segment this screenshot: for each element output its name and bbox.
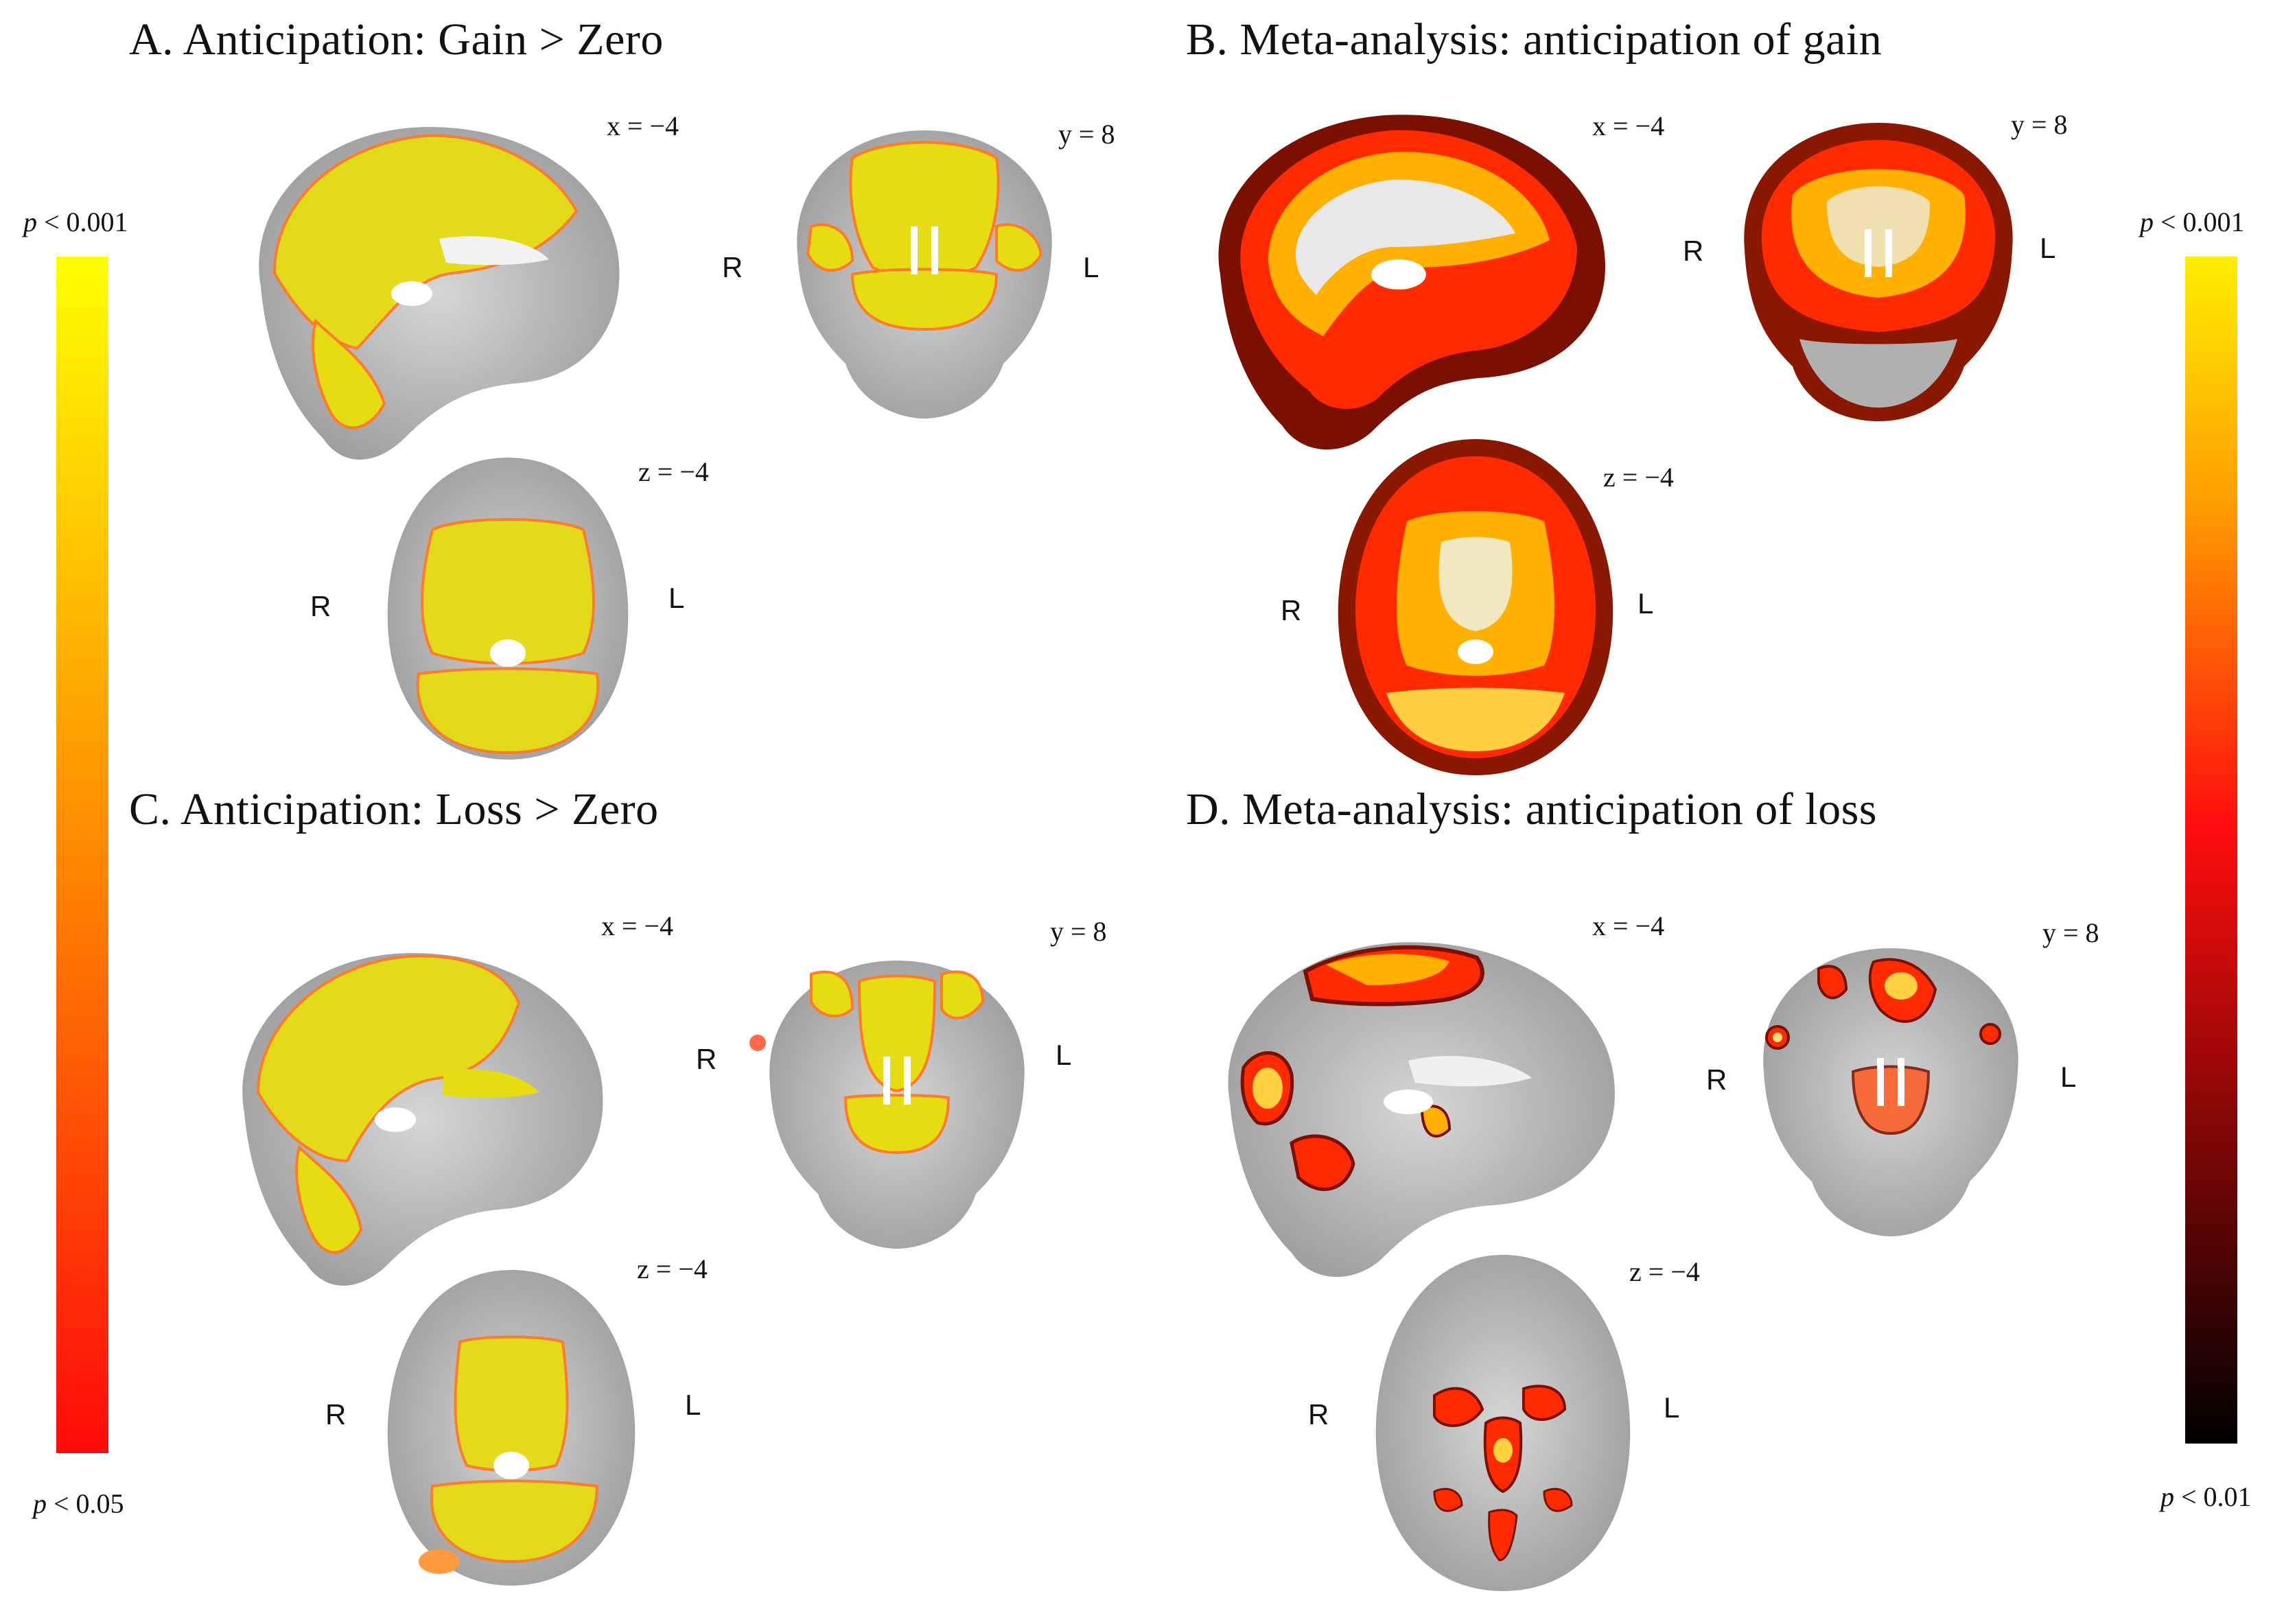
panel-b-z-coord: z = −4 [1603, 462, 1674, 493]
right-colorbar [2185, 257, 2237, 1444]
panel-a-x-coord: x = −4 [607, 110, 679, 141]
panel-b-sagittal-slice [1218, 115, 1605, 450]
panel-c-coronal-slice [749, 961, 1025, 1249]
panel-c-axial-slice [387, 1270, 636, 1586]
panel-c-coronal-left-label: L [1056, 1039, 1072, 1071]
panel-c-title: C. Anticipation: Loss > Zero [129, 784, 659, 834]
left-colorbar-top-label: p < 0.001 [23, 207, 128, 237]
panel-a-axial-slice [387, 458, 629, 760]
panel-b-axial-slice [1338, 439, 1613, 775]
left-colorbar [56, 257, 108, 1453]
panel-d-axial-slice [1375, 1255, 1631, 1591]
panel-b-x-coord: x = −4 [1592, 110, 1665, 141]
panel-d-coronal-slice [1763, 948, 2018, 1236]
right-colorbar-top-label: p < 0.001 [2140, 207, 2245, 237]
panel-a-z-coord: z = −4 [638, 456, 709, 487]
panel-d-x-coord: x = −4 [1592, 910, 1665, 941]
panel-d-y-coord: y = 8 [2042, 917, 2099, 948]
panel-d-axial-right-label: R [1308, 1398, 1329, 1431]
panel-a-axial-right-label: R [310, 590, 331, 622]
panel-d-sagittal-slice [1228, 942, 1615, 1278]
panel-d-coronal-left-label: L [2060, 1061, 2077, 1093]
panel-b-coronal-right-label: R [1683, 235, 1704, 267]
panel-a-coronal-left-label: L [1083, 251, 1099, 283]
panel-c-coronal-right-label: R [696, 1043, 717, 1075]
panel-c-axial-left-label: L [685, 1389, 701, 1421]
panel-d-coronal-right-label: R [1706, 1063, 1727, 1096]
panel-b-coronal-slice [1744, 123, 2013, 421]
panel-a-y-coord: y = 8 [1058, 119, 1115, 150]
panel-b-title: B. Meta-analysis: anticipation of gain [1186, 14, 1883, 64]
panel-c-z-coord: z = −4 [637, 1254, 708, 1284]
panel-c-x-coord: x = −4 [601, 910, 674, 941]
panel-a-axial-left-label: L [668, 582, 685, 614]
left-colorbar-bottom-label: p < 0.05 [33, 1488, 124, 1519]
panel-d-axial-left-label: L [1664, 1391, 1680, 1424]
panel-d-z-coord: z = −4 [1629, 1256, 1700, 1287]
panel-a-title: A. Anticipation: Gain > Zero [129, 14, 664, 64]
panel-c-y-coord: y = 8 [1050, 916, 1107, 947]
panel-d-title: D. Meta-analysis: anticipation of loss [1186, 784, 1877, 834]
right-colorbar-bottom-label: p < 0.01 [2160, 1481, 2252, 1512]
panel-b-axial-left-label: L [1638, 587, 1654, 620]
panel-b-axial-right-label: R [1281, 594, 1302, 626]
panel-a-coronal-right-label: R [722, 251, 743, 283]
panel-b-y-coord: y = 8 [2011, 109, 2068, 140]
panel-c-axial-right-label: R [325, 1398, 347, 1431]
panel-a-sagittal-slice [259, 127, 620, 460]
panel-c-sagittal-slice [242, 953, 603, 1286]
panel-b-coronal-left-label: L [2040, 232, 2056, 264]
panel-a-coronal-slice [797, 130, 1052, 419]
